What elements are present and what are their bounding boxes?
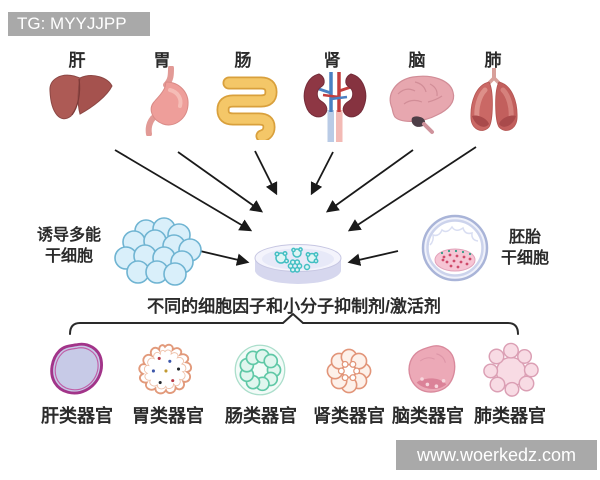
lung-icon (470, 68, 518, 131)
organ-label-kidney: 肾 (323, 51, 341, 70)
organoid-label-kidney: 肾类器官 (313, 406, 385, 426)
watermark-bottom: www.woerkedz.com (396, 440, 597, 470)
arrow-intestine-to-dish (254, 150, 278, 196)
ipsc-label: 诱导多能 干细胞 (24, 225, 114, 267)
esc-label-line1: 胚胎 (508, 229, 541, 246)
petri-dish-icon (254, 244, 342, 284)
organoid-label-liver: 肝类器官 (41, 406, 113, 426)
lung-organoid-icon (483, 342, 539, 397)
brain-icon (389, 75, 455, 134)
watermark-top: TG: MYYJJPP (8, 12, 150, 36)
organoid-label-brain: 脑类器官 (392, 406, 464, 426)
stomach-icon (145, 66, 189, 136)
arrow-ipsc-to-dish (199, 250, 250, 266)
liver-icon (49, 74, 113, 120)
arrow-kidney-to-dish (310, 151, 334, 196)
organ-label-lung: 肺 (484, 51, 502, 70)
organoid-label-stomach: 胃类器官 (132, 406, 204, 426)
organoid-label-intestine: 肠类器官 (225, 406, 297, 426)
arrow-stomach-to-dish (177, 151, 264, 213)
organoid-label-lung: 肺类器官 (474, 406, 546, 426)
liver-organoid-icon (50, 342, 103, 395)
esc-label-line2: 干细胞 (500, 250, 549, 267)
kidney-icon (303, 72, 367, 142)
ipsc-label-line2: 干细胞 (44, 248, 93, 265)
brain-organoid-icon (408, 345, 456, 393)
organ-label-stomach: 胃 (153, 51, 171, 70)
intestine-icon (216, 76, 278, 140)
organ-label-liver: 肝 (68, 51, 86, 70)
blastocyst-icon (421, 214, 489, 282)
ipsc-label-line1: 诱导多能 (36, 227, 101, 244)
kidney-organoid-icon (326, 348, 372, 394)
caption-text: 不同的细胞因子和小分子抑制剂/激活剂 (147, 297, 441, 316)
stomach-organoid-icon (138, 343, 193, 395)
organ-label-brain: 脑 (408, 51, 426, 70)
intestine-organoid-icon (234, 344, 286, 396)
organ-label-intestine: 肠 (234, 51, 252, 70)
esc-label: 胚胎 干细胞 (490, 227, 560, 269)
ipsc-cluster-icon (114, 217, 202, 286)
organoid-bracket (69, 313, 519, 335)
arrow-esc-to-dish (347, 250, 399, 266)
arrow-brain-to-dish (325, 149, 414, 213)
